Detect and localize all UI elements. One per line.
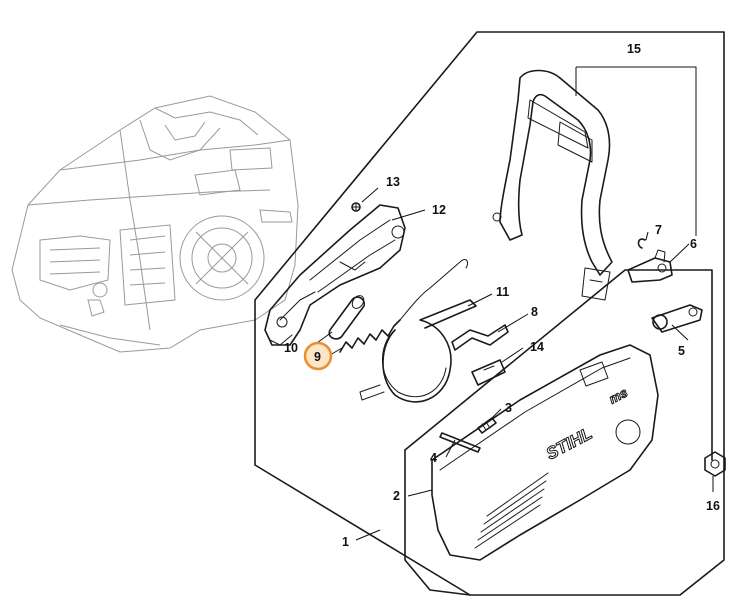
callout-11: 11 <box>496 285 509 299</box>
circlip-7-part <box>637 238 646 249</box>
assembly-outline <box>254 31 725 596</box>
callout-8: 8 <box>531 305 538 319</box>
callout-5: 5 <box>678 344 685 358</box>
callout-4: 4 <box>430 451 437 465</box>
callout-labels: 1 2 3 4 5 6 7 8 9 10 11 12 13 14 15 16 <box>284 42 720 549</box>
callout-3: 3 <box>505 401 512 415</box>
callout-6: 6 <box>690 237 697 251</box>
callout-15: 15 <box>627 42 641 56</box>
callout-9: 9 <box>314 350 321 364</box>
sleeve-10-part <box>328 295 366 340</box>
callout-12: 12 <box>432 203 446 217</box>
cover-vent-slots <box>474 472 549 549</box>
callout-10: 10 <box>284 341 298 355</box>
pad-14-part <box>471 359 506 386</box>
leader-lines <box>309 66 714 541</box>
callout-7: 7 <box>655 223 662 237</box>
linkage-6-part <box>627 249 673 283</box>
brake-band-part <box>359 299 477 403</box>
highlight-ring-callout-9 <box>303 341 333 371</box>
callout-1: 1 <box>342 535 349 549</box>
hand-guard-part <box>492 69 613 301</box>
engine-body-illustration <box>11 95 299 353</box>
callout-13: 13 <box>386 175 400 189</box>
lever-5-part <box>651 304 703 333</box>
cover-brand-text: STIHL <box>543 424 595 464</box>
screw-3-part <box>477 417 497 434</box>
cover-model-text: ms <box>606 385 630 407</box>
brake-lever-part <box>264 204 406 346</box>
callout-14: 14 <box>530 340 544 354</box>
spring-9-part <box>339 259 469 353</box>
sprocket-cover-part: STIHL ms <box>431 344 659 561</box>
callout-2: 2 <box>393 489 400 503</box>
nut-16-part <box>704 451 726 477</box>
clip-8-part <box>451 324 509 351</box>
screw-13-part <box>351 187 379 212</box>
callout-16: 16 <box>706 499 720 513</box>
pin-4-part <box>439 432 481 453</box>
